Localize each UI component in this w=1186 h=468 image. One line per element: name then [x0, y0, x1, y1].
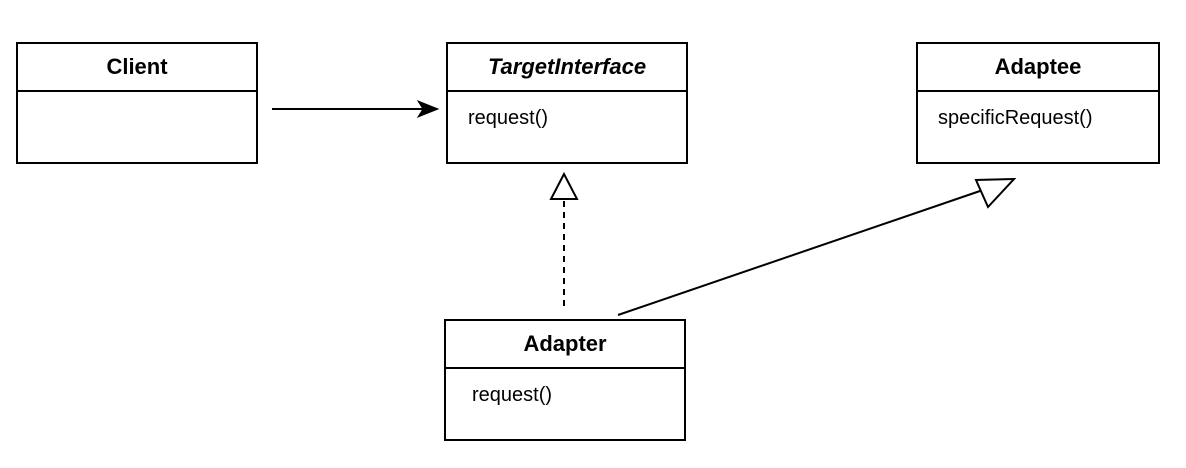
adaptee-class-name: Adaptee [918, 44, 1158, 92]
client-class-body [18, 92, 256, 162]
association-arrowhead [416, 99, 440, 119]
client-class-name: Client [18, 44, 256, 92]
adaptee-specific-request-method: specificRequest() [938, 107, 1093, 129]
realization-adapter-to-target [549, 171, 579, 306]
generalization-line [617, 190, 981, 316]
adapter-class-box: Adapter request() [444, 319, 686, 441]
realization-triangle-head [549, 171, 579, 200]
target-interface-class-name: TargetInterface [448, 44, 686, 92]
target-interface-class-body: request() [448, 92, 686, 162]
adapter-request-method: request() [472, 384, 553, 406]
target-interface-request-method: request() [468, 107, 549, 129]
client-class-box: Client [16, 42, 258, 164]
adapter-class-name: Adapter [446, 321, 684, 369]
association-client-to-target [272, 99, 440, 119]
generalization-adapter-to-adaptee [617, 177, 1017, 316]
generalization-triangle-head [974, 177, 1017, 209]
adaptee-class-body: specificRequest() [918, 92, 1158, 162]
adaptee-class-box: Adaptee specificRequest() [916, 42, 1160, 164]
target-interface-class-box: TargetInterface request() [446, 42, 688, 164]
adapter-class-body: request() [446, 369, 684, 439]
